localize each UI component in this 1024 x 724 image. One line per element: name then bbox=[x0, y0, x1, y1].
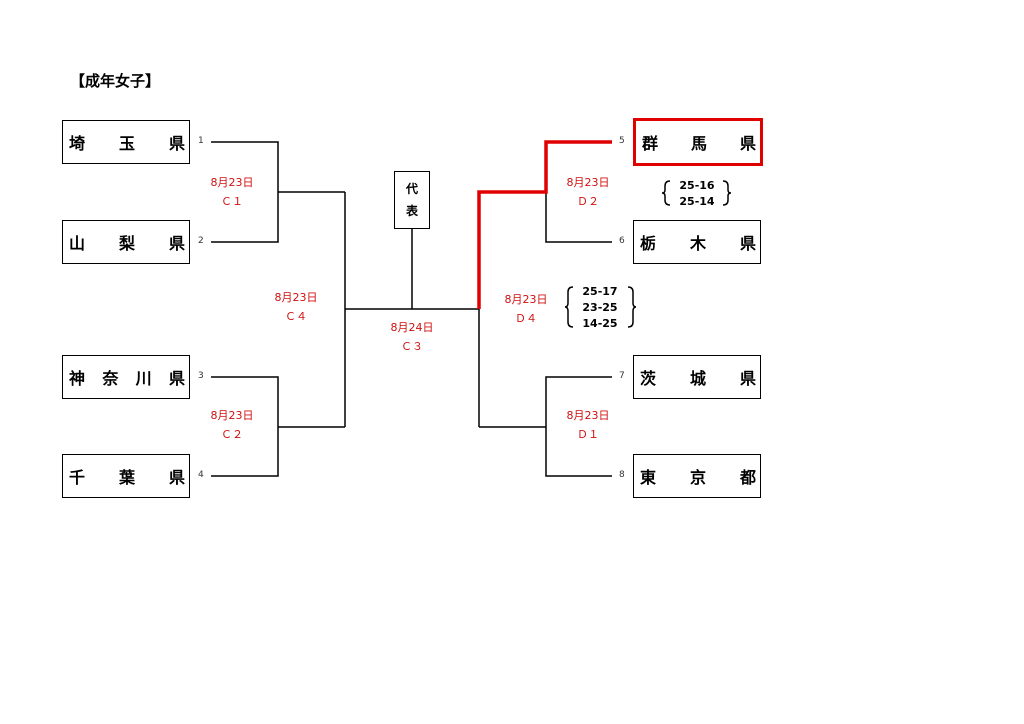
match-date: 8月23日 bbox=[566, 409, 610, 422]
team-6-char: 木 bbox=[689, 234, 706, 253]
team-2-char: 梨 bbox=[118, 234, 135, 253]
page-title: 【成年女子】 bbox=[70, 72, 161, 90]
team-3-char: 県 bbox=[168, 369, 185, 388]
team-3-char: 神 bbox=[69, 369, 86, 388]
match-label-d1: 8月23日 Ｄ１ bbox=[553, 406, 623, 444]
score-list-d4: 25-17 23-25 14-25 bbox=[579, 284, 621, 332]
team-box-5-winner: 群 馬 県 bbox=[633, 118, 763, 166]
match-label-c3: 8月24日 Ｃ３ bbox=[377, 318, 447, 356]
team-2-char: 県 bbox=[168, 234, 185, 253]
match-code: Ｄ４ bbox=[515, 312, 537, 325]
match-code: Ｃ２ bbox=[221, 428, 243, 441]
team-box-6: 栃 木 県 bbox=[633, 220, 761, 264]
match-label-c1: 8月23日 Ｃ１ bbox=[197, 173, 267, 211]
team-4-char: 千 bbox=[69, 468, 86, 487]
team-2-char: 山 bbox=[69, 234, 86, 253]
representative-box: 代 表 bbox=[394, 171, 430, 229]
team-8-char: 東 bbox=[640, 468, 657, 487]
team-4-char: 県 bbox=[168, 468, 185, 487]
team-3-char: 川 bbox=[135, 369, 152, 388]
seed-number-5: 5 bbox=[619, 136, 625, 146]
match-date: 8月23日 bbox=[274, 291, 318, 304]
team-6-char: 県 bbox=[739, 234, 756, 253]
bracket-d2-lower bbox=[545, 192, 612, 243]
set-score: 23-25 bbox=[582, 301, 618, 314]
set-score: 14-25 bbox=[582, 317, 618, 330]
team-8-char: 京 bbox=[689, 468, 706, 487]
team-box-2: 山 梨 県 bbox=[62, 220, 190, 264]
team-5-char: 県 bbox=[739, 134, 756, 153]
seed-number-7: 7 bbox=[619, 371, 625, 381]
team-1-char: 玉 bbox=[118, 134, 135, 153]
team-7-char: 県 bbox=[739, 369, 756, 388]
seed-number-1: 1 bbox=[198, 136, 204, 146]
set-score: 25-14 bbox=[679, 195, 715, 208]
set-score: 25-16 bbox=[679, 179, 715, 192]
representative-char: 代 bbox=[405, 182, 418, 196]
match-date: 8月23日 bbox=[504, 293, 548, 306]
team-5-char: 馬 bbox=[690, 134, 707, 153]
seed-number-8: 8 bbox=[619, 470, 625, 480]
team-5-char: 群 bbox=[642, 134, 659, 153]
representative-char: 表 bbox=[405, 204, 418, 218]
team-box-3: 神 奈 川 県 bbox=[62, 355, 190, 399]
seed-number-2: 2 bbox=[198, 236, 204, 246]
match-date: 8月23日 bbox=[210, 409, 254, 422]
team-8-char: 都 bbox=[739, 468, 756, 487]
match-date: 8月23日 bbox=[566, 176, 610, 189]
match-code: Ｄ２ bbox=[577, 195, 599, 208]
seed-number-4: 4 bbox=[198, 470, 204, 480]
score-list-d2: 25-16 25-14 bbox=[676, 178, 718, 210]
match-date: 8月23日 bbox=[210, 176, 254, 189]
match-code: Ｄ１ bbox=[577, 428, 599, 441]
set-score: 25-17 bbox=[582, 285, 618, 298]
match-code: Ｃ４ bbox=[285, 310, 307, 323]
team-box-1: 埼 玉 県 bbox=[62, 120, 190, 164]
match-label-c4: 8月23日 Ｃ４ bbox=[261, 288, 331, 326]
team-box-8: 東 京 都 bbox=[633, 454, 761, 498]
seed-number-3: 3 bbox=[198, 371, 204, 381]
bracket-winner-path bbox=[477, 140, 612, 309]
match-label-d2: 8月23日 Ｄ２ bbox=[553, 173, 623, 211]
team-1-char: 県 bbox=[168, 134, 185, 153]
match-code: Ｃ１ bbox=[221, 195, 243, 208]
match-label-c2: 8月23日 Ｃ２ bbox=[197, 406, 267, 444]
seed-number-6: 6 bbox=[619, 236, 625, 246]
team-7-char: 城 bbox=[689, 369, 706, 388]
team-6-char: 栃 bbox=[640, 234, 657, 253]
team-7-char: 茨 bbox=[640, 369, 657, 388]
team-3-char: 奈 bbox=[102, 369, 119, 388]
team-box-4: 千 葉 県 bbox=[62, 454, 190, 498]
match-code: Ｃ３ bbox=[401, 340, 423, 353]
match-date: 8月24日 bbox=[390, 321, 434, 334]
team-box-7: 茨 城 県 bbox=[633, 355, 761, 399]
team-1-char: 埼 bbox=[69, 134, 86, 153]
match-label-d4: 8月23日 Ｄ４ bbox=[491, 290, 561, 328]
team-4-char: 葉 bbox=[118, 468, 135, 487]
